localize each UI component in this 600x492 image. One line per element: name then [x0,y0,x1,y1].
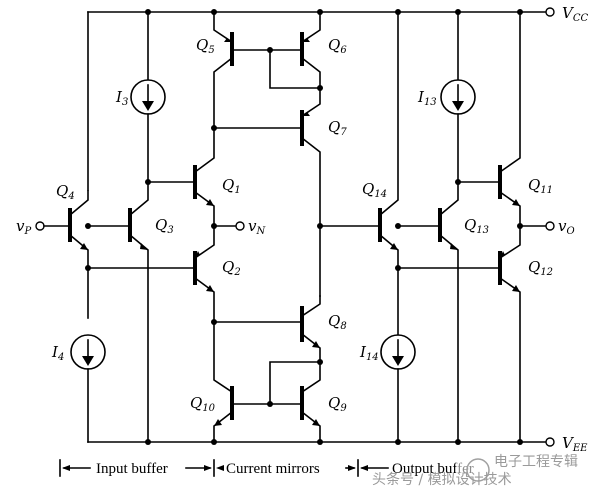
vn-terminal [213,221,245,231]
i4-current-source [70,334,106,370]
i14-label: I14 [359,343,379,363]
i4-label: I4 [51,343,64,363]
q4-label: Q4 [56,182,75,202]
q7-transistor [300,87,321,226]
q3-label: Q3 [155,216,174,236]
junction-dots [85,9,523,445]
q11-transistor [498,12,521,226]
q7-label: Q7 [328,118,347,138]
q9-transistor [300,361,321,442]
i3-label: I3 [115,88,128,108]
watermark: 电子工程专辑 头条号 / 模拟设计技术 [372,452,598,490]
i13-current-source [440,79,476,115]
q9-diode-link [269,361,321,405]
q10-transistor [213,321,234,442]
q12-transistor [498,226,521,442]
q6-diode-link [269,49,321,89]
vp-terminal [35,221,71,231]
section-output-buffer: Output buffer [392,461,474,477]
q10-label: Q10 [190,394,216,414]
vee-label: VEE [562,434,588,454]
i14-current-source [380,334,416,370]
section-current-mirrors: Current mirrors [226,461,320,477]
q11-label: Q11 [528,176,553,196]
q6-label: Q6 [328,36,347,56]
q14-label: Q14 [362,180,387,200]
q14-transistor [378,12,399,268]
watermark-line2: 头条号 / 模拟设计技术 [372,471,512,488]
q8-label: Q8 [328,312,347,332]
q9-label: Q9 [328,394,347,414]
q5-transistor [213,11,234,128]
i3-current-source [130,79,166,115]
watermark-line1: 电子工程专辑 [494,454,578,470]
q8-transistor [300,295,321,362]
q1-label: Q1 [222,176,241,196]
q13-label: Q13 [464,216,489,236]
vo-terminal [519,221,555,231]
q1-transistor [193,128,215,226]
q5-label: Q5 [196,36,215,56]
vn-label: vN [248,217,266,237]
vo-label: vO [558,217,575,237]
vp-label: vP [16,217,31,237]
q6-transistor [300,11,321,88]
section-input-buffer: Input buffer [96,461,168,477]
i13-label: I13 [417,88,437,108]
section-markers [59,459,389,477]
watermark-logo-icon [466,458,490,482]
q13-transistor [397,182,459,442]
q3-transistor [87,182,149,442]
q4-transistor [68,11,89,268]
q12-label: Q12 [528,258,553,278]
q2-transistor [193,226,215,322]
q2-label: Q2 [222,258,241,278]
vcc-label: VCC [562,4,588,24]
